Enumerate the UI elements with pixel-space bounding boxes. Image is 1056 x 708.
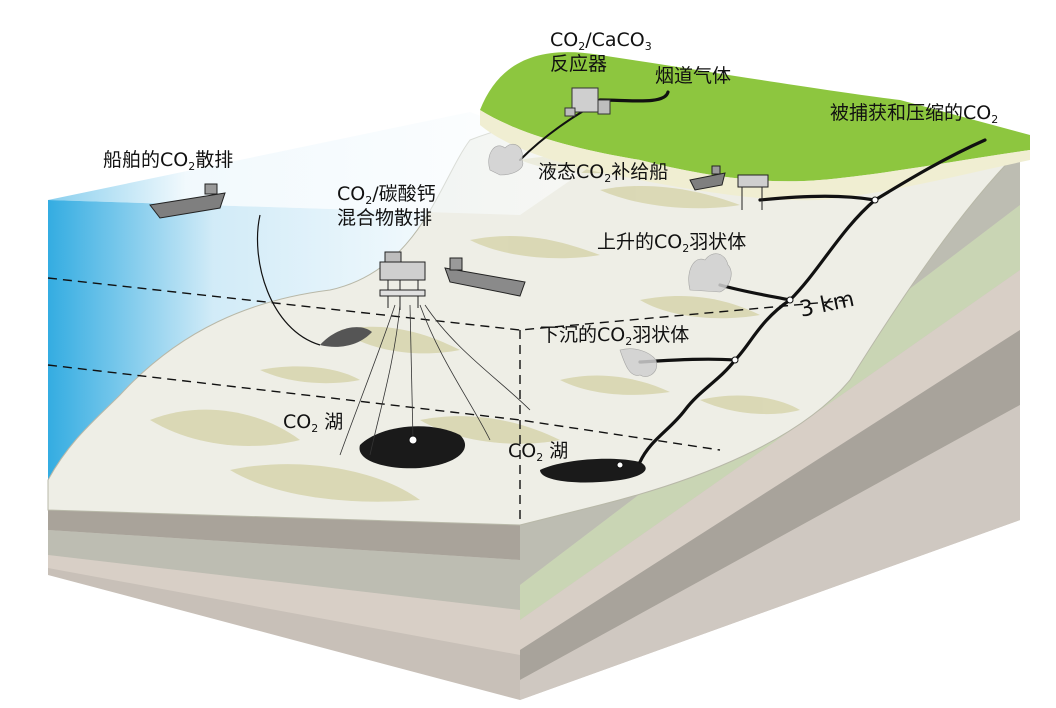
seafloor-dark-patch <box>320 327 372 347</box>
label-ship-release: 船舶的CO2散排 <box>103 149 234 173</box>
discharge-lines <box>256 214 531 456</box>
reactor-outflow-pipeline <box>519 109 586 161</box>
label-tanker: 液态CO2补给船 <box>538 161 669 185</box>
rising-plume <box>688 253 732 293</box>
label-rising-plume: 上升的CO2羽状体 <box>597 231 747 255</box>
label-captured-co2: 被捕获和压缩的CO2 <box>830 102 999 126</box>
beach-strip <box>480 110 1030 201</box>
label-lake-left: CO2 湖 <box>283 411 344 435</box>
platform-pipeline <box>758 194 877 202</box>
ocean-surface <box>48 112 600 215</box>
captured-co2-pipeline <box>638 138 987 464</box>
label-reactor: CO2/CaCO3 反应器 <box>550 29 652 75</box>
label-lake-right: CO2 湖 <box>508 440 569 464</box>
front-strata <box>48 510 520 700</box>
reactor-building <box>564 87 611 117</box>
ship-tanker <box>689 165 726 191</box>
label-flue-gas: 烟道气体 <box>655 65 732 87</box>
co2-lake-left <box>359 426 466 469</box>
depth-lines <box>47 277 851 525</box>
label-sinking-plume: 下沉的CO2羽状体 <box>540 324 690 348</box>
ship-release <box>149 183 226 219</box>
pipeline-junctions <box>616 196 879 469</box>
coastal-plume <box>488 144 524 176</box>
ship-platform <box>444 257 526 297</box>
co2-plumes <box>488 144 732 377</box>
discharge-nozzle <box>408 435 418 445</box>
mixture-platform <box>379 251 426 310</box>
coastal-land <box>480 52 1030 182</box>
sinking-plume <box>619 348 658 377</box>
label-mixture-release: CO2/碳酸钙 混合物散排 <box>337 183 436 229</box>
tanker-platform <box>737 174 769 210</box>
